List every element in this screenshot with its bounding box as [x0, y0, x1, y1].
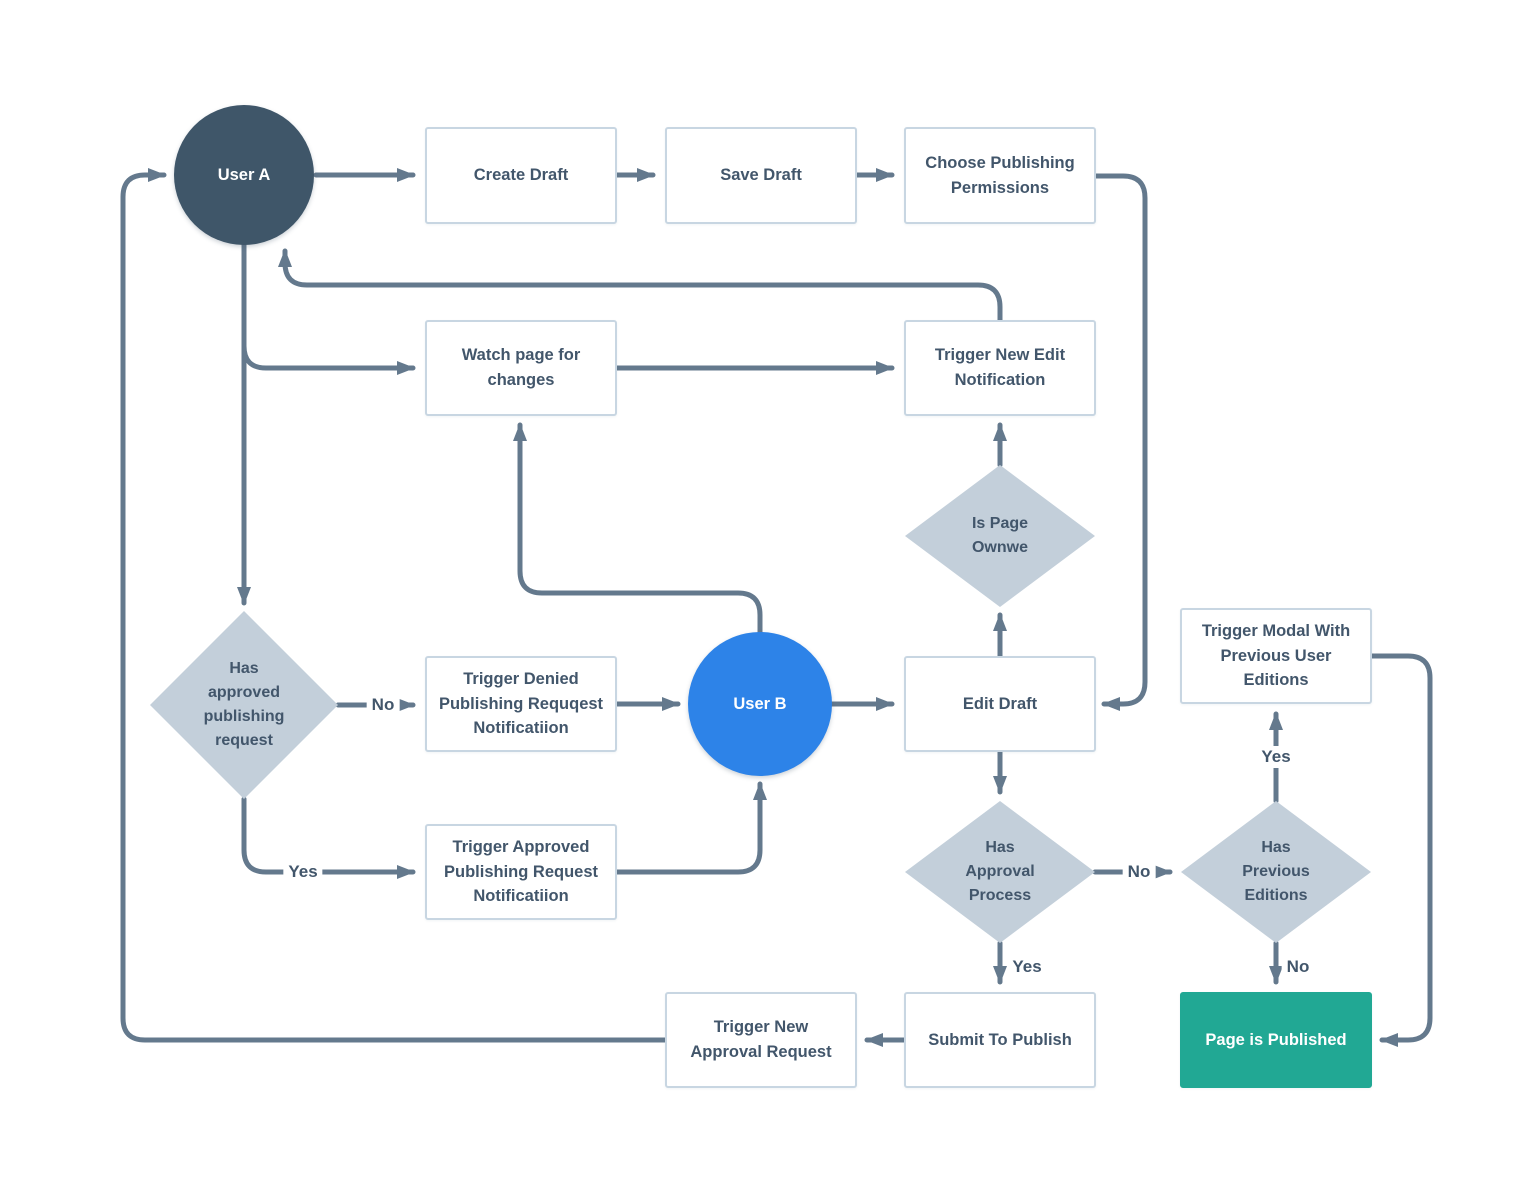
node-trigger-denied: Trigger Denied Publishing Requqest Notif… [425, 656, 617, 752]
edge-label-no-published: No [1281, 956, 1315, 978]
node-is-page-ownwe-shape [905, 465, 1095, 607]
node-save-draft: Save Draft [665, 127, 857, 224]
edge-user-b-to-watch-page [513, 422, 763, 635]
node-trigger-approved-label: Trigger Approved Publishing Request Noti… [443, 837, 598, 906]
node-has-previous-editions-label: Has Previous Editions [1242, 839, 1310, 904]
edge-trigger-new-edit-to-user-a [278, 248, 1003, 323]
node-has-approved-request-label: Has approved publishing request [203, 660, 285, 749]
node-save-draft-label: Save Draft [720, 166, 802, 185]
edge-trigger-modal-to-page-published [1369, 653, 1433, 1047]
edge-label-yes-modal: Yes [1256, 746, 1296, 768]
node-page-is-published: Page is Published [1180, 992, 1372, 1088]
node-create-draft: Create Draft [425, 127, 617, 224]
node-submit-to-publish: Submit To Publish [904, 992, 1096, 1088]
node-watch-page: Watch page for changes [425, 320, 617, 416]
edge-user-a-to-watch-page [241, 343, 416, 375]
node-trigger-modal-label: Trigger Modal With Previous User Edition… [1201, 621, 1351, 690]
node-page-is-published-label: Page is Published [1205, 1030, 1347, 1049]
node-trigger-approved: Trigger Approved Publishing Request Noti… [425, 824, 617, 920]
node-has-approved-request-shape [150, 611, 338, 799]
node-trigger-new-approval-label: Trigger New Approval Request [690, 1018, 832, 1061]
node-user-b-label: User B [733, 694, 787, 713]
node-choose-publishing-permissions-label: Choose Publishing Permissions [925, 153, 1075, 197]
edge-yes-to-trigger-approved [241, 796, 416, 879]
node-is-page-ownwe-label: Is Page Ownwe [971, 515, 1029, 556]
edge-choose-permissions-to-edit-draft [1093, 173, 1148, 711]
node-submit-to-publish-label: Submit To Publish [928, 1030, 1072, 1049]
node-user-a-label: User A [217, 165, 271, 184]
node-watch-page-label: Watch page for changes [461, 346, 581, 389]
edge-label-no-previous-editions: No [1122, 861, 1156, 883]
node-user-b: User B [688, 632, 832, 776]
node-create-draft-label: Create Draft [473, 166, 569, 185]
node-has-approval-process-shape [905, 801, 1095, 943]
node-trigger-denied-label: Trigger Denied Publishing Requqest Notif… [438, 669, 604, 738]
node-trigger-modal: Trigger Modal With Previous User Edition… [1180, 608, 1372, 704]
node-trigger-new-approval: Trigger New Approval Request [665, 992, 857, 1088]
edge-trigger-approved-to-user-b [614, 781, 767, 875]
edge-label-no-denied: No [366, 694, 400, 716]
node-choose-publishing-permissions: Choose Publishing Permissions [904, 127, 1096, 224]
node-has-approval-process-label: Has Approval Process [965, 839, 1035, 904]
node-edit-draft-label: Edit Draft [962, 694, 1038, 713]
node-trigger-new-edit: Trigger New Edit Notification [904, 320, 1096, 416]
node-edit-draft: Edit Draft [904, 656, 1096, 752]
node-user-a: User A [174, 105, 314, 245]
edge-label-yes-approved: Yes [283, 861, 323, 883]
edge-loop-new-approval-to-user-a [120, 168, 668, 1043]
node-has-previous-editions-shape [1181, 801, 1371, 943]
edge-label-yes-submit: Yes [1007, 956, 1047, 978]
node-trigger-new-edit-label: Trigger New Edit Notification [934, 346, 1066, 389]
